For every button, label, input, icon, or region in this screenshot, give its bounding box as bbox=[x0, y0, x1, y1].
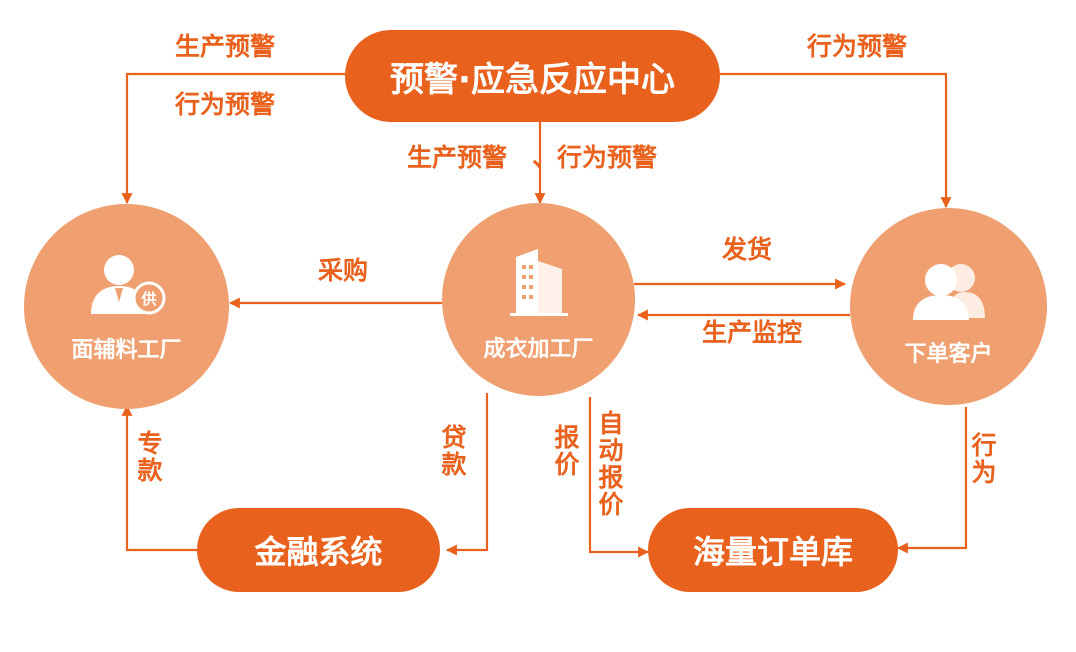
arrow-customer-to-orders bbox=[896, 407, 968, 554]
arrow-center-to-customer bbox=[720, 72, 952, 209]
customer-node: 下单客户 bbox=[850, 208, 1047, 405]
alert-center-node: 预警·应急反应中心 bbox=[345, 30, 720, 122]
garment-factory-node: 成衣加工厂 bbox=[442, 203, 635, 396]
edge-label-behavior-alert-right: 行为预警 bbox=[807, 32, 908, 61]
garment-factory-label: 成衣加工厂 bbox=[483, 337, 594, 362]
edge-label-behavior-alert-left: 行为预警 bbox=[175, 90, 276, 119]
supplier-person-icon: 供 bbox=[85, 248, 169, 318]
edge-label-behavior-alert-center: 、行为预警 bbox=[532, 143, 658, 172]
finance-system-label: 金融系统 bbox=[254, 533, 383, 571]
edge-label-purchase: 采购 bbox=[318, 256, 369, 285]
edge-label-special-funds: 专款 bbox=[134, 430, 163, 484]
building-icon bbox=[508, 247, 570, 317]
edge-label-production-alert-center: 生产预警 bbox=[407, 143, 508, 172]
edge-label-production-alert-left: 生产预警 bbox=[175, 32, 276, 61]
edge-label-production-monitoring: 生产监控 bbox=[702, 318, 803, 347]
fabric-factory-label: 面辅料工厂 bbox=[71, 338, 182, 363]
edge-label-quote: 报价 bbox=[551, 424, 580, 478]
edge-label-ship: 发货 bbox=[722, 235, 773, 264]
edge-label-auto-quote: 自动报价 bbox=[595, 410, 624, 518]
finance-system-node: 金融系统 bbox=[197, 508, 440, 592]
order-pool-label: 海量订单库 bbox=[692, 533, 853, 571]
arrow-finance-to-fabric bbox=[121, 404, 197, 552]
arrow-garment-to-finance bbox=[445, 393, 489, 556]
supplier-badge: 供 bbox=[140, 290, 156, 308]
edge-label-behavior: 行为 bbox=[968, 432, 997, 486]
customer-label: 下单客户 bbox=[904, 342, 993, 367]
arrow-garment-to-orders bbox=[588, 397, 650, 558]
users-icon bbox=[909, 252, 989, 322]
fabric-factory-node: 供 面辅料工厂 bbox=[24, 204, 229, 409]
arrow-center-to-fabric bbox=[121, 72, 345, 205]
alert-center-label: 预警·应急反应中心 bbox=[390, 59, 675, 100]
order-pool-node: 海量订单库 bbox=[648, 508, 898, 592]
edge-label-loan: 贷款 bbox=[438, 424, 467, 478]
